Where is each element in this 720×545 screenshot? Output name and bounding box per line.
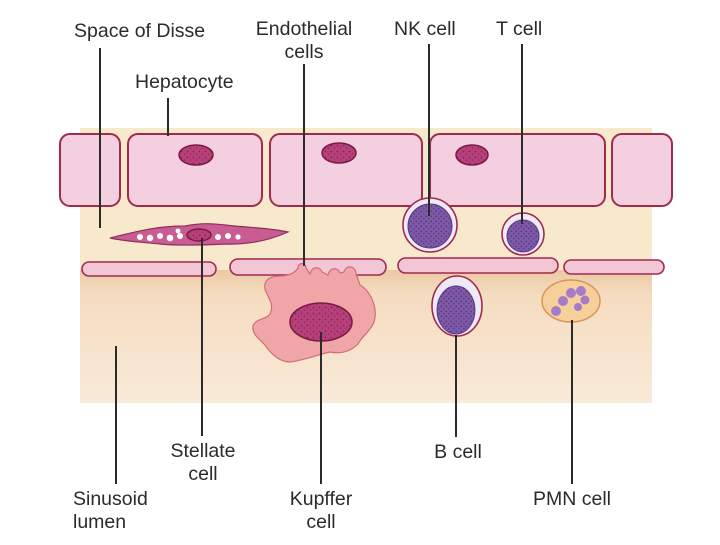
hepatocyte-row	[59, 133, 673, 207]
hepatocyte-cell	[429, 133, 606, 207]
endothelial-label-line1: Endothelial	[255, 18, 353, 40]
endothelial-lining	[81, 257, 665, 277]
t-cell	[501, 212, 545, 256]
pmn-multilobed-nucleus	[551, 286, 590, 316]
sinusoid-lumen-label-line1: Sinusoid	[73, 488, 148, 510]
endothelial-label-line2: cells	[284, 41, 324, 63]
endothelial-label: Endothelial cells	[246, 18, 362, 64]
kupffer-label: Kupffer cell	[276, 488, 366, 534]
sinusoid-lumen-label: Sinusoid lumen	[73, 488, 148, 534]
pmn-cell	[541, 279, 601, 323]
hepatocyte-cell	[611, 133, 673, 207]
sinusoid-lumen-label-line2: lumen	[73, 511, 127, 533]
b-cell-nucleus-texture	[437, 286, 475, 334]
stellate-label: Stellate cell	[158, 440, 248, 486]
kupffer-cell	[252, 262, 376, 363]
stellate-label-line2: cell	[188, 463, 218, 485]
hepatocyte-cell	[127, 133, 263, 207]
kupffer-label-line1: Kupffer	[289, 488, 353, 510]
b-cell	[431, 275, 483, 337]
kupffer-nucleus-texture	[290, 303, 352, 341]
leader-lines	[99, 44, 573, 484]
endothelial-cell	[563, 259, 665, 275]
stellate-label-line1: Stellate	[170, 440, 236, 462]
stellate-nucleus-texture	[187, 229, 211, 241]
hepatocyte-cell	[269, 133, 423, 207]
nk-cell-label: NK cell	[394, 18, 456, 40]
hepatocyte-cell	[59, 133, 121, 207]
hepatocyte-nucleus-texture	[456, 145, 488, 165]
t-cell-nucleus-texture	[507, 220, 539, 252]
kupffer-label-line2: cell	[306, 511, 336, 533]
pmn-cell-label: PMN cell	[532, 488, 611, 510]
endothelial-cell	[397, 257, 559, 274]
hepatocyte-nucleus-texture	[322, 143, 356, 163]
hepatocyte-label: Hepatocyte	[135, 71, 234, 93]
nk-cell-nucleus-texture	[408, 204, 452, 248]
lipid-droplets	[137, 228, 241, 242]
space-of-disse-label: Space of Disse	[74, 20, 206, 42]
hepatocyte-nuclei	[178, 142, 489, 166]
endothelial-cell	[81, 261, 217, 277]
hepatocyte-nucleus-texture	[179, 145, 213, 165]
b-cell-label: B cell	[434, 441, 482, 463]
t-cell-label: T cell	[496, 18, 543, 40]
stellate-cell	[109, 223, 290, 246]
pmn-cell-body	[541, 279, 601, 323]
